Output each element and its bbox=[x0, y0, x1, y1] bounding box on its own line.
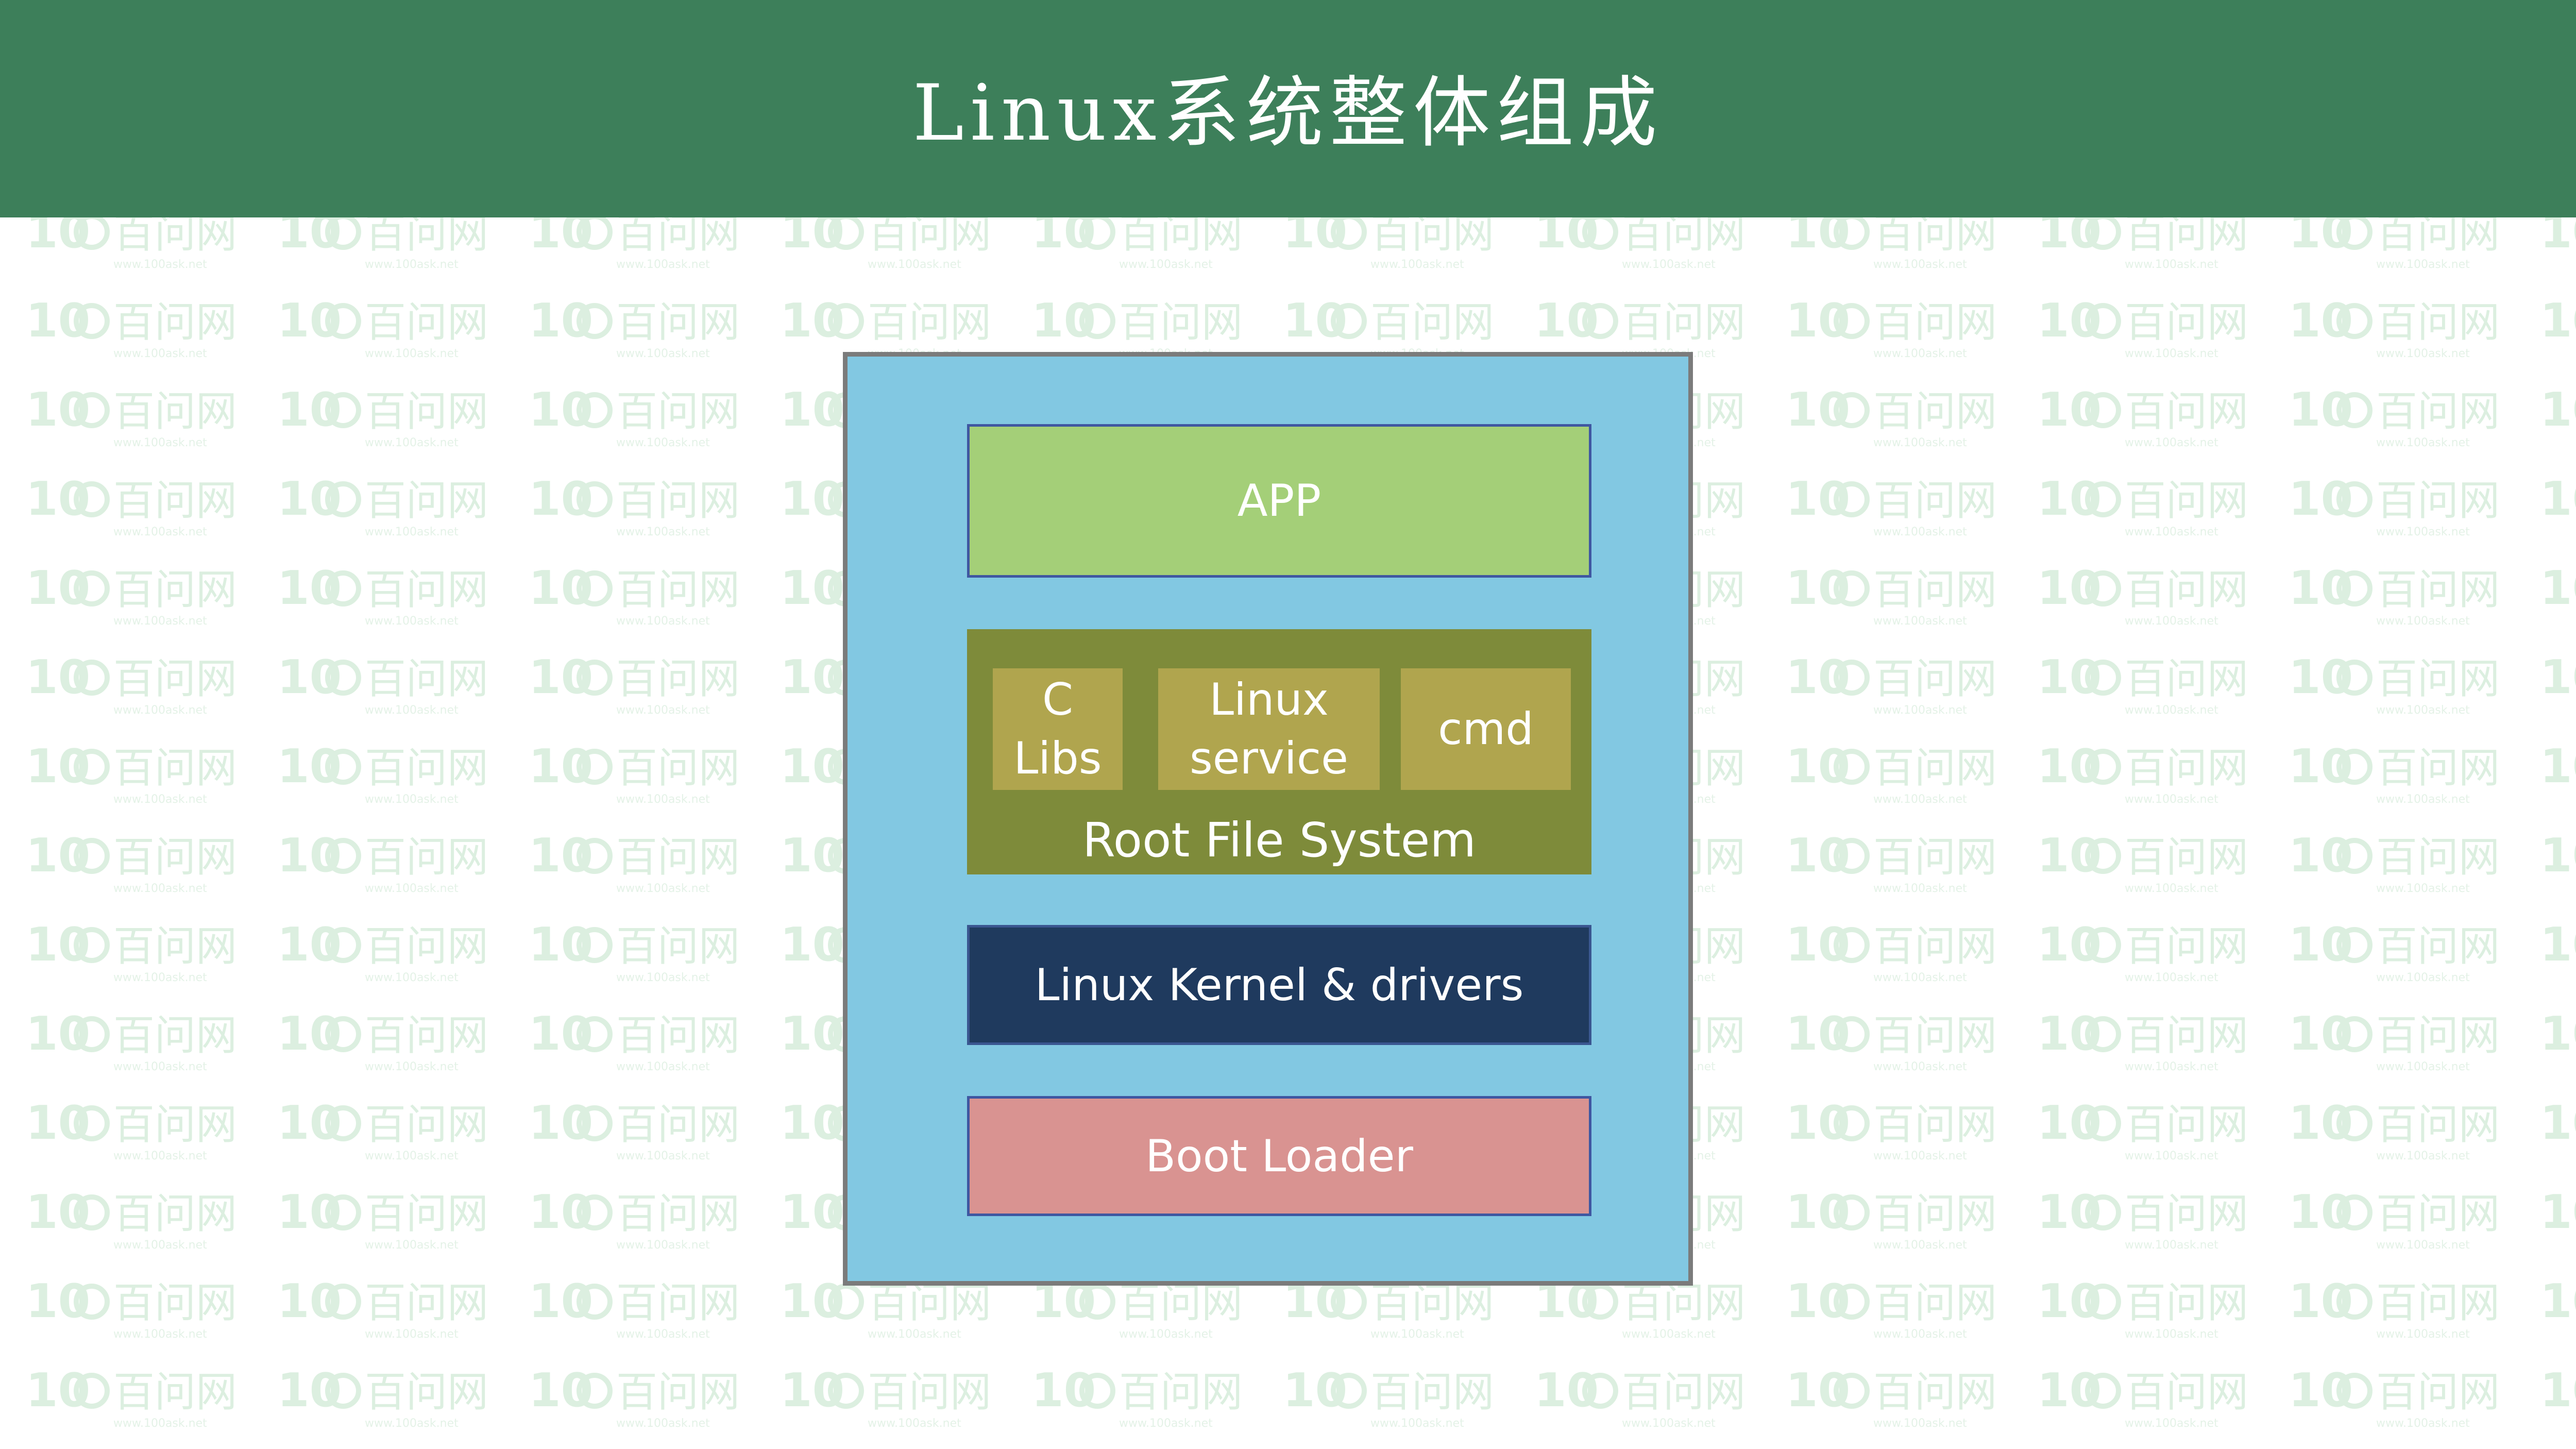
header-bar: Linux系统整体组成 bbox=[0, 0, 2576, 217]
root-file-system-label: Root File System bbox=[1082, 813, 1476, 868]
c-libs-label: C Libs bbox=[1013, 674, 1102, 784]
linux-service-box: Linux service bbox=[1158, 668, 1380, 790]
app-layer: APP bbox=[967, 424, 1591, 578]
page-title: Linux系统整体组成 bbox=[912, 69, 1664, 158]
root-file-system-layer: C Libs Linux service cmd Root File Syste… bbox=[967, 629, 1591, 874]
bootloader-layer: Boot Loader bbox=[967, 1096, 1591, 1216]
linux-service-label: Linux service bbox=[1189, 674, 1349, 784]
kernel-layer: Linux Kernel & drivers bbox=[967, 925, 1591, 1045]
c-libs-box: C Libs bbox=[993, 668, 1123, 790]
kernel-layer-label: Linux Kernel & drivers bbox=[1035, 959, 1524, 1011]
cmd-label: cmd bbox=[1438, 703, 1534, 755]
bootloader-layer-label: Boot Loader bbox=[1145, 1130, 1413, 1182]
app-layer-label: APP bbox=[1237, 475, 1321, 527]
cmd-box: cmd bbox=[1401, 668, 1571, 790]
